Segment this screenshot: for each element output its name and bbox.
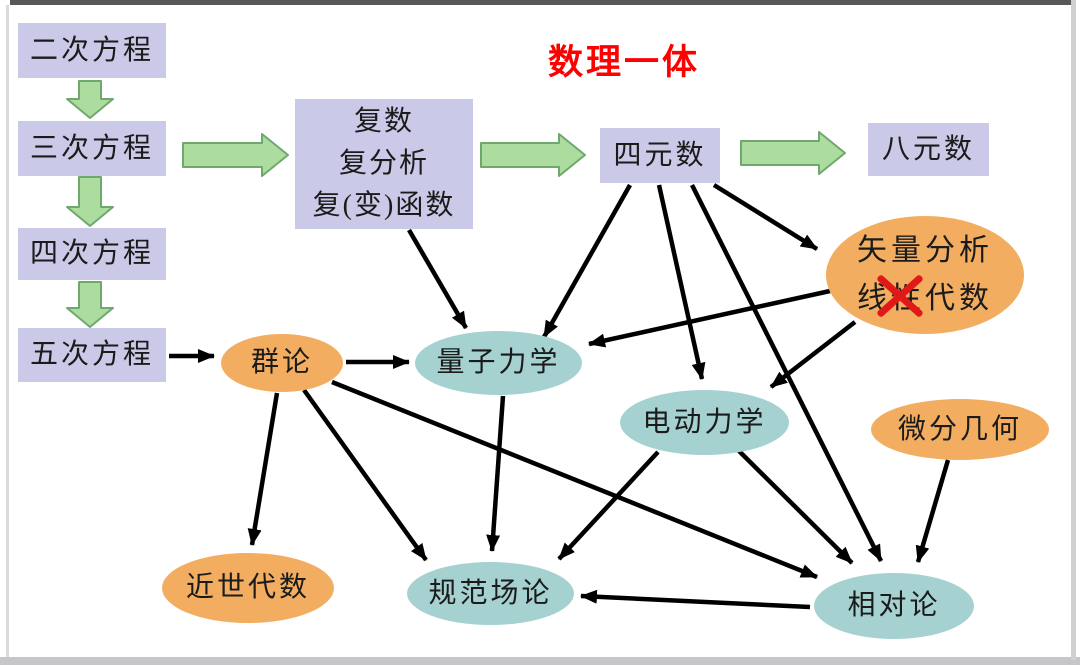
arrow-quaternion-to-electrodynamics	[656, 184, 706, 380]
block-arrow-quaternion-to-octonion	[740, 131, 846, 175]
block-arrow-cubic-to-quartic	[66, 176, 114, 227]
node-label: 五次方程	[29, 339, 154, 371]
node-label-line: 复数	[353, 106, 414, 137]
block-arrow-complex-to-quaternion	[480, 133, 586, 177]
node-label: 规范场论	[428, 577, 553, 609]
arrow-quaternion-to-vector-analysis	[712, 183, 819, 251]
node-label-line: 线性代数	[857, 282, 993, 315]
node-modern-algebra: 近世代数	[162, 553, 334, 623]
arrow-differential-geometry-to-relativity	[915, 459, 951, 563]
arrow-group-theory-to-relativity	[331, 379, 818, 580]
node-label: 相对论	[847, 590, 941, 622]
block-arrow-quadratic-to-cubic	[66, 80, 114, 119]
arrow-quantum-mechanics-to-gauge-field-theory	[486, 395, 506, 552]
node-complex-numbers: 复数 复分析 复(变)函数	[295, 99, 473, 229]
slide-right-border	[1071, 0, 1076, 660]
node-label: 群论	[250, 347, 313, 379]
node-differential-geometry: 微分几何	[871, 399, 1049, 460]
node-label: 微分几何	[897, 413, 1022, 445]
arrow-vector-analysis-to-quantum-mechanics	[588, 288, 831, 348]
node-label-line: 矢量分析	[857, 234, 993, 267]
slide-top-border	[10, 0, 1072, 5]
arrow-relativity-to-gauge-field-theory	[580, 589, 811, 610]
block-arrow-cubic-to-complex	[182, 133, 289, 177]
arrow-group-theory-to-gauge-field-theory	[302, 388, 428, 562]
diagram-title: 数理一体	[548, 43, 701, 82]
node-label: 电动力学	[642, 406, 767, 438]
node-label: 近世代数	[185, 572, 310, 604]
node-quartic-equation: 四次方程	[18, 228, 166, 280]
node-quantum-mechanics: 量子力学	[415, 331, 582, 395]
node-quaternion: 四元数	[600, 128, 720, 183]
node-label: 四元数	[613, 139, 707, 171]
node-relativity: 相对论	[814, 573, 974, 639]
node-label-line: 复(变)函数	[312, 190, 456, 221]
node-quintic-equation: 五次方程	[18, 328, 166, 382]
node-label: 四次方程	[29, 238, 154, 270]
node-vector-analysis-linear-algebra: 矢量分析 线性代数	[826, 216, 1024, 334]
slide-bottom-border	[0, 657, 1080, 665]
node-label: 二次方程	[29, 34, 154, 66]
node-cubic-equation: 三次方程	[18, 121, 166, 176]
node-quadratic-equation: 二次方程	[18, 23, 166, 78]
node-gauge-field-theory: 规范场论	[407, 562, 574, 625]
arrow-group-theory-to-modern-algebra	[247, 392, 280, 546]
node-octonion: 八元数	[868, 123, 989, 176]
node-label: 量子力学	[436, 347, 561, 379]
node-label-line: 复分析	[338, 148, 429, 179]
arrow-electrodynamics-to-relativity	[736, 448, 854, 565]
node-electrodynamics: 电动力学	[620, 390, 789, 455]
arrow-vector-analysis-to-electrodynamics	[769, 320, 857, 389]
slide-left-border	[6, 5, 9, 657]
arrow-complex-to-quantum-mechanics	[407, 228, 468, 330]
node-label: 三次方程	[29, 132, 154, 164]
arrow-electrodynamics-to-gauge-field-theory	[557, 450, 660, 561]
node-group-theory: 群论	[221, 334, 343, 392]
node-label: 八元数	[881, 133, 975, 165]
arrow-quaternion-to-quantum-mechanics	[542, 183, 632, 339]
block-arrow-quartic-to-quintic	[66, 281, 114, 328]
